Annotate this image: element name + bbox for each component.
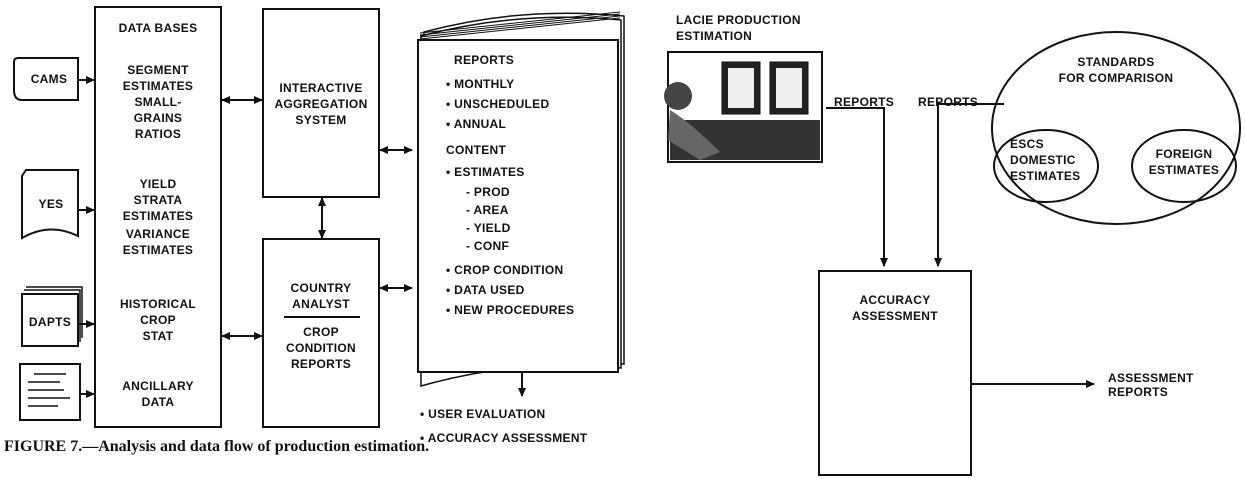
dapts-label: DAPTS [28, 315, 72, 329]
escs-ellipse [993, 129, 1099, 203]
db-item: CROP [140, 313, 176, 327]
aggregation-label: AGGREGATION [274, 97, 368, 111]
escs-label: ESTIMATES [1010, 169, 1081, 183]
aggregation-label: INTERACTIVE [279, 81, 363, 95]
db-item: YIELD [139, 177, 177, 191]
foreign-ellipse [1131, 129, 1237, 203]
assessment-reports-label: REPORTS [1108, 385, 1169, 399]
estimate-item: - PROD [466, 185, 510, 199]
reports-book-shape [417, 12, 625, 387]
foreign-label: FOREIGN [1155, 147, 1213, 161]
db-item: ESTIMATES [122, 243, 194, 257]
reports-label: REPORTS [834, 95, 895, 109]
db-item: ANCILLARY [122, 379, 194, 393]
accuracy-title: ACCURACY [859, 293, 931, 307]
dapts-book-shape [21, 293, 79, 347]
aggregation-label: SYSTEM [295, 113, 347, 127]
data-bases-title: DATA BASES [118, 21, 198, 35]
ancillary-doc-shape [19, 363, 81, 421]
accuracy-box [818, 270, 972, 476]
db-item: STAT [142, 329, 174, 343]
estimates-label: • ESTIMATES [446, 165, 525, 179]
analyst-box [262, 238, 380, 428]
aggregation-box [262, 8, 380, 198]
analyst-label: CROP [303, 325, 339, 339]
db-item: SMALL- [134, 95, 182, 109]
content-item: • DATA USED [446, 283, 525, 297]
analyst-label: CONDITION [285, 341, 357, 355]
analyst-label: ANALYST [292, 297, 350, 311]
yes-card-shape [21, 169, 79, 240]
db-item: HISTORICAL [119, 297, 197, 311]
figure-caption: FIGURE 7.—Analysis and data flow of prod… [4, 438, 430, 455]
lacie-console-image [664, 51, 823, 163]
data-bases-box [94, 6, 222, 428]
standards-ellipse [991, 31, 1241, 225]
output-item: • USER EVALUATION [420, 407, 546, 421]
report-type: • ANNUAL [446, 117, 507, 131]
analyst-label: COUNTRY [290, 281, 352, 295]
content-title: CONTENT [446, 143, 507, 157]
lacie-title: ESTIMATION [676, 29, 753, 43]
db-item: DATA [141, 395, 175, 409]
estimate-item: - CONF [466, 239, 510, 253]
estimate-item: - YIELD [466, 221, 511, 235]
reports-title: REPORTS [454, 53, 515, 67]
cams-label: CAMS [30, 72, 68, 86]
db-item: SEGMENT [127, 63, 189, 77]
content-item: • CROP CONDITION [446, 263, 564, 277]
assessment-reports-label: ASSESSMENT [1108, 371, 1194, 385]
db-item: ESTIMATES [122, 79, 194, 93]
report-type: • MONTHLY [446, 77, 515, 91]
analyst-divider [284, 316, 360, 318]
db-item: GRAINS [133, 111, 183, 125]
db-item: RATIOS [134, 127, 182, 141]
db-item: VARIANCE [125, 227, 191, 241]
cams-doc-shape [13, 57, 79, 101]
estimate-item: - AREA [466, 203, 509, 217]
db-item: ESTIMATES [122, 209, 194, 223]
escs-label: DOMESTIC [1010, 153, 1076, 167]
reports-label: REPORTS [918, 95, 979, 109]
report-type: • UNSCHEDULED [446, 97, 550, 111]
standards-title: FOR COMPARISON [1058, 71, 1174, 85]
analyst-label: REPORTS [290, 357, 352, 371]
db-item: STRATA [133, 193, 183, 207]
output-item: • ACCURACY ASSESSMENT [420, 431, 588, 445]
content-item: • NEW PROCEDURES [446, 303, 575, 317]
lacie-title: LACIE PRODUCTION [676, 13, 801, 27]
foreign-label: ESTIMATES [1148, 163, 1220, 177]
accuracy-title: ASSESSMENT [852, 309, 938, 323]
escs-label: ESCS [1010, 137, 1044, 151]
yes-label: YES [38, 197, 64, 211]
standards-title: STANDARDS [1077, 55, 1155, 69]
